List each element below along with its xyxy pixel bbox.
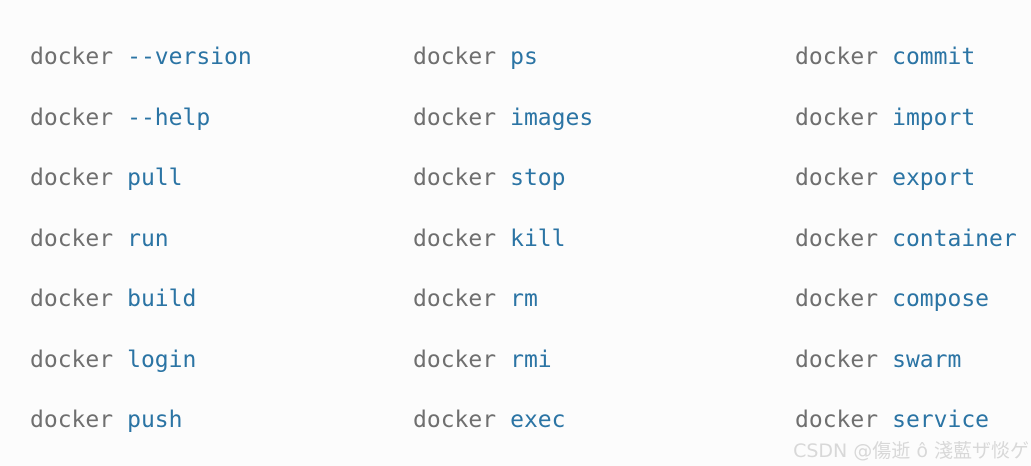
command-row: docker push (30, 390, 252, 451)
command-arg: run (127, 225, 169, 252)
command-prefix: docker (30, 286, 114, 313)
command-row: docker ps (413, 27, 593, 88)
command-prefix: docker (413, 286, 497, 313)
command-arg: build (127, 286, 197, 313)
command-row: docker container (795, 209, 1017, 270)
commands-column-2: docker ps docker images docker stop dock… (413, 27, 593, 451)
commands-column-3: docker commit docker import docker expor… (795, 27, 1017, 451)
command-arg: commit (892, 44, 976, 71)
command-row: docker exec (413, 390, 593, 451)
command-arg: --version (127, 44, 252, 71)
command-row: docker pull (30, 148, 252, 209)
command-row: docker --version (30, 27, 252, 88)
command-prefix: docker (413, 346, 497, 373)
command-prefix: docker (795, 165, 879, 192)
command-prefix: docker (795, 286, 879, 313)
command-row: docker rm (413, 269, 593, 330)
command-row: docker import (795, 88, 1017, 149)
command-prefix: docker (795, 346, 879, 373)
command-prefix: docker (30, 165, 114, 192)
command-prefix: docker (413, 104, 497, 131)
command-prefix: docker (413, 407, 497, 434)
command-arg: export (892, 165, 976, 192)
command-prefix: docker (30, 346, 114, 373)
command-prefix: docker (413, 44, 497, 71)
command-prefix: docker (30, 104, 114, 131)
command-row: docker build (30, 269, 252, 330)
command-row: docker run (30, 209, 252, 270)
command-arg: import (892, 104, 976, 131)
command-arg: rmi (510, 346, 552, 373)
command-row: docker service (795, 390, 1017, 451)
command-prefix: docker (795, 407, 879, 434)
command-row: docker commit (795, 27, 1017, 88)
command-arg: rm (510, 286, 538, 313)
command-row: docker stop (413, 148, 593, 209)
command-row: docker images (413, 88, 593, 149)
command-arg: pull (127, 165, 183, 192)
command-prefix: docker (413, 225, 497, 252)
commands-column-1: docker --version docker --help docker pu… (30, 27, 252, 451)
command-prefix: docker (30, 44, 114, 71)
command-arg: container (892, 225, 1017, 252)
command-row: docker --help (30, 88, 252, 149)
command-prefix: docker (795, 225, 879, 252)
command-arg: kill (510, 225, 566, 252)
command-arg: images (510, 104, 594, 131)
command-row: docker login (30, 330, 252, 391)
command-arg: ps (510, 44, 538, 71)
command-arg: service (892, 407, 990, 434)
command-row: docker compose (795, 269, 1017, 330)
command-prefix: docker (30, 225, 114, 252)
command-prefix: docker (413, 165, 497, 192)
command-row: docker kill (413, 209, 593, 270)
command-prefix: docker (795, 104, 879, 131)
command-arg: push (127, 407, 183, 434)
command-arg: exec (510, 407, 566, 434)
command-arg: compose (892, 286, 990, 313)
command-row: docker swarm (795, 330, 1017, 391)
command-prefix: docker (795, 44, 879, 71)
csdn-watermark: CSDN @傷逝 ô 淺藍ザ惔ゲ (793, 440, 1029, 462)
command-arg: swarm (892, 346, 962, 373)
command-arg: --help (127, 104, 211, 131)
command-row: docker rmi (413, 330, 593, 391)
command-row: docker export (795, 148, 1017, 209)
command-arg: stop (510, 165, 566, 192)
command-arg: login (127, 346, 197, 373)
command-prefix: docker (30, 407, 114, 434)
